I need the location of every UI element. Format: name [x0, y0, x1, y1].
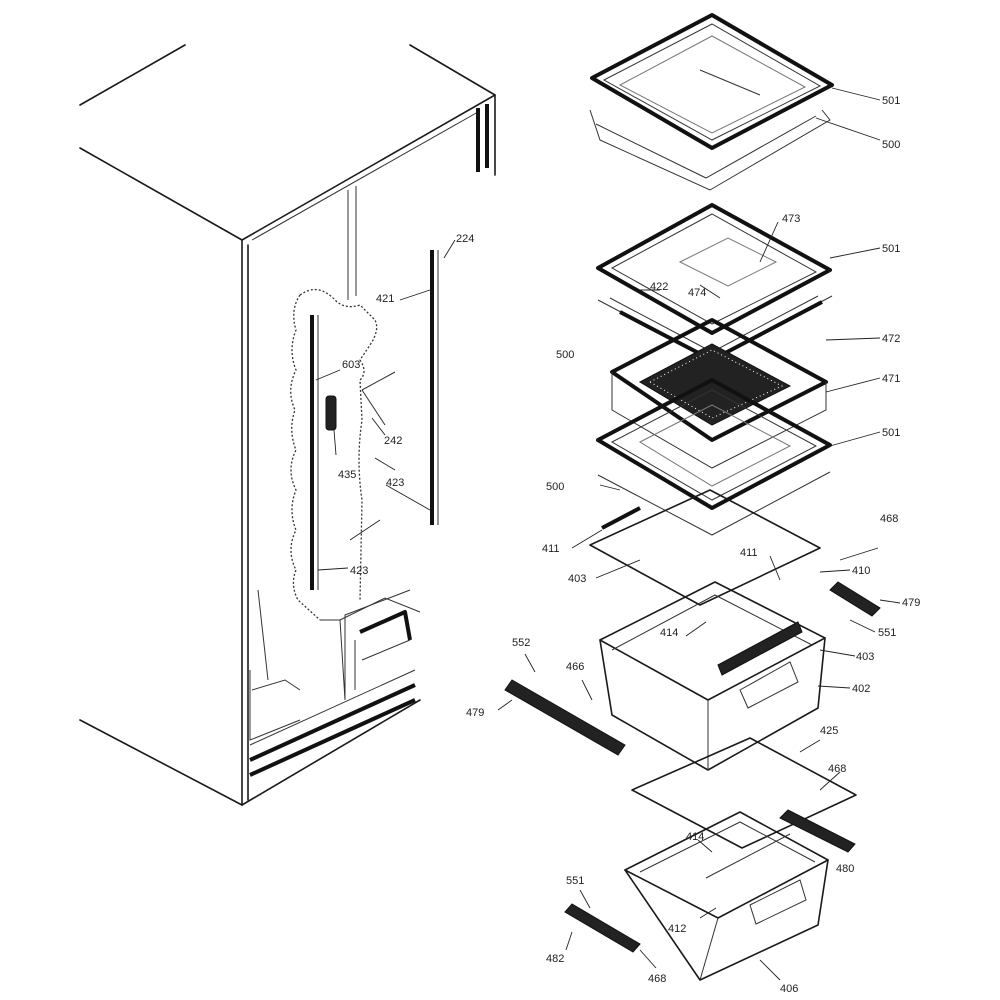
label-603: 603 [342, 359, 360, 371]
label-473: 473 [782, 213, 800, 225]
label-482: 482 [546, 953, 564, 965]
label-423-upper: 423 [386, 477, 404, 489]
label-501-second: 501 [882, 243, 900, 255]
label-411-left: 411 [542, 543, 560, 555]
label-414-lower: 414 [686, 831, 704, 843]
slide-rail-left-lower [564, 889, 657, 969]
label-468-upper: 468 [880, 513, 898, 525]
label-552: 552 [512, 637, 530, 649]
label-500-top: 500 [882, 139, 900, 151]
lower-drawer [624, 771, 856, 981]
label-242: 242 [384, 435, 402, 447]
label-402: 402 [852, 683, 870, 695]
label-500-second: 500 [556, 349, 574, 361]
label-501-top: 501 [882, 95, 900, 107]
label-468-middle: 468 [828, 763, 846, 775]
label-466: 466 [566, 661, 584, 673]
label-480: 480 [836, 863, 854, 875]
label-425: 425 [820, 725, 838, 737]
third-shelf-assembly [571, 378, 881, 549]
label-551-right: 551 [878, 627, 896, 639]
label-474: 474 [688, 287, 706, 299]
control-housing-435 [325, 395, 337, 431]
label-479-right: 479 [902, 597, 920, 609]
label-435: 435 [338, 469, 356, 481]
crisper-cover-471 [610, 318, 881, 469]
label-414-upper: 414 [660, 627, 678, 639]
label-406: 406 [780, 983, 798, 995]
upper-crisper-drawer [599, 555, 856, 771]
label-501-third: 501 [882, 427, 900, 439]
label-412: 412 [668, 923, 686, 935]
glass-panel-403 [589, 489, 821, 606]
label-410: 410 [852, 565, 870, 577]
label-411-right: 411 [740, 547, 758, 559]
slide-rail-right-upper [829, 547, 901, 633]
callout-labels: 501 500 473 501 422 474 500 472 471 501 … [338, 95, 920, 995]
top-shelf-assembly [589, 13, 881, 191]
label-472: 472 [882, 333, 900, 345]
label-224: 224 [456, 233, 474, 245]
label-423-lower: 423 [350, 565, 368, 577]
label-479-left: 479 [466, 707, 484, 719]
label-421-upper: 421 [376, 293, 394, 305]
slide-rail-left-upper [497, 653, 626, 756]
label-422: 422 [650, 281, 668, 293]
label-468-lower: 468 [648, 973, 666, 985]
refrigerator-cabinet [79, 44, 496, 806]
label-471: 471 [882, 373, 900, 385]
label-551-left: 551 [566, 875, 584, 887]
label-403: 403 [568, 573, 586, 585]
label-500-third: 500 [546, 481, 564, 493]
label-403-right: 403 [856, 651, 874, 663]
